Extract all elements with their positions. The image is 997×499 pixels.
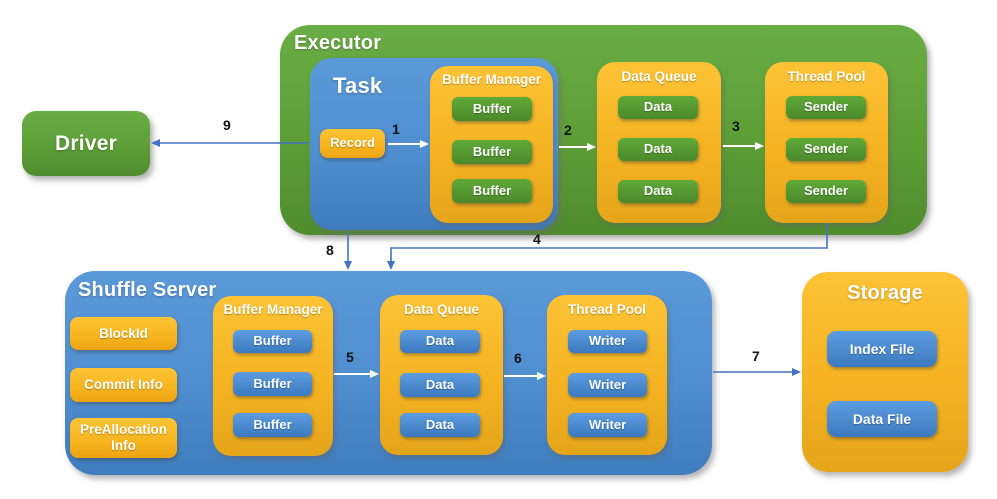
arrow-label-8: 8 bbox=[326, 242, 334, 258]
executor-data-queue: Data Queue Data Data Data bbox=[597, 62, 721, 223]
shuffle-data-queue: Data Queue Data Data Data bbox=[380, 295, 503, 455]
buffer-item: Buffer bbox=[452, 179, 532, 203]
executor-data-queue-title: Data Queue bbox=[621, 69, 697, 84]
shuffle-thread-pool: Thread Pool Writer Writer Writer bbox=[547, 295, 667, 455]
arrow-label-5: 5 bbox=[346, 349, 354, 365]
arrow-label-6: 6 bbox=[514, 350, 522, 366]
executor-thread-pool-title: Thread Pool bbox=[787, 69, 866, 84]
data-item: Data bbox=[400, 330, 480, 353]
arrow-label-4: 4 bbox=[533, 231, 541, 247]
task-title: Task bbox=[333, 73, 383, 98]
buffer-item: Buffer bbox=[233, 330, 312, 353]
buffer-item: Buffer bbox=[233, 413, 312, 437]
data-item: Data bbox=[618, 96, 698, 119]
record-box: Record bbox=[320, 129, 385, 158]
data-item: Data bbox=[400, 413, 480, 437]
blockid-box: BlockId bbox=[70, 317, 177, 350]
writer-item: Writer bbox=[568, 330, 647, 353]
executor-title: Executor bbox=[294, 32, 382, 54]
arrow-label-1: 1 bbox=[392, 121, 400, 137]
arrow-label-3: 3 bbox=[732, 118, 740, 134]
storage-title: Storage bbox=[847, 282, 923, 304]
index-file-box: Index File bbox=[827, 331, 937, 367]
sender-item: Sender bbox=[786, 138, 866, 161]
arrow-label-9: 9 bbox=[223, 117, 231, 133]
shuffle-data-queue-title: Data Queue bbox=[403, 302, 480, 317]
writer-item: Writer bbox=[568, 413, 647, 437]
driver-title: Driver bbox=[55, 131, 117, 155]
data-item: Data bbox=[618, 180, 698, 203]
executor-buffer-manager: Buffer Manager Buffer Buffer Buffer bbox=[430, 66, 553, 223]
shuffle-buffer-manager-title: Buffer Manager bbox=[223, 302, 323, 317]
sender-item: Sender bbox=[786, 180, 866, 203]
buffer-item: Buffer bbox=[452, 140, 532, 164]
storage-container: Storage Index File Data File bbox=[802, 272, 968, 472]
shuffle-buffer-manager: Buffer Manager Buffer Buffer Buffer bbox=[213, 296, 333, 456]
executor-thread-pool: Thread Pool Sender Sender Sender bbox=[765, 62, 888, 223]
shuffle-thread-pool-title: Thread Pool bbox=[567, 302, 646, 317]
data-file-box: Data File bbox=[827, 401, 937, 437]
data-item: Data bbox=[618, 138, 698, 161]
shuffle-server-title: Shuffle Server bbox=[78, 279, 217, 301]
arrow-label-2: 2 bbox=[564, 122, 572, 138]
driver-box: Driver bbox=[22, 111, 150, 176]
buffer-item: Buffer bbox=[452, 97, 532, 121]
writer-item: Writer bbox=[568, 373, 647, 397]
buffer-item: Buffer bbox=[233, 372, 312, 396]
data-item: Data bbox=[400, 373, 480, 397]
preallocation-info-box: PreAllocation Info bbox=[70, 418, 177, 458]
executor-buffer-manager-title: Buffer Manager bbox=[441, 72, 541, 87]
commit-info-box: Commit Info bbox=[70, 368, 177, 402]
arrow-label-7: 7 bbox=[752, 348, 760, 364]
sender-item: Sender bbox=[786, 96, 866, 119]
